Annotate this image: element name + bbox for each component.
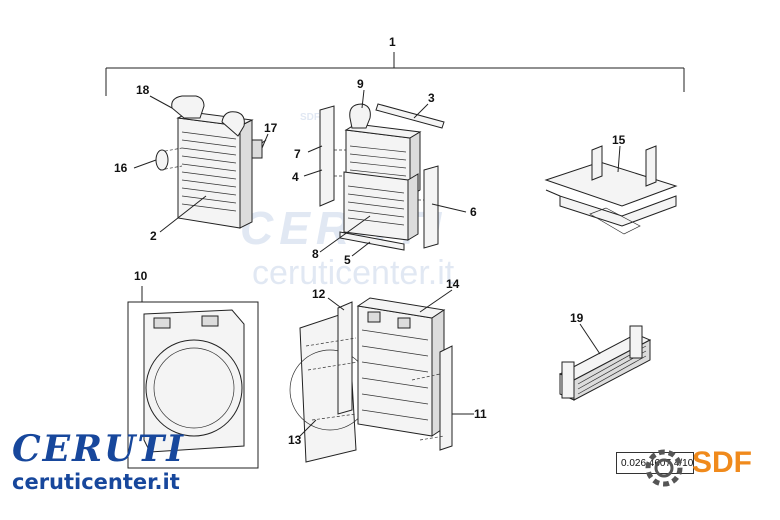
watermark-url: ceruticenter.it	[252, 254, 455, 292]
watermark-sdf: SDF	[300, 112, 320, 123]
sdf-watermark-marks: SDF	[300, 112, 320, 123]
callout-18: 18	[136, 83, 150, 97]
callout-15: 15	[612, 133, 626, 147]
callout-11: 11	[474, 407, 487, 421]
callout-8: 8	[312, 247, 319, 261]
callout-3: 3	[428, 91, 435, 105]
radiator-assembly-left	[155, 95, 267, 229]
callout-4: 4	[292, 170, 299, 184]
sdf-logo: SDF	[692, 446, 752, 479]
ceruti-brand: CERUTI ceruticenter.it	[12, 430, 232, 500]
callout-16: 16	[114, 161, 128, 175]
oil-cooler	[558, 325, 652, 401]
callout-19: 19	[570, 311, 584, 325]
callout-13: 13	[288, 433, 302, 447]
assembly-bracket	[105, 52, 685, 96]
radiator-shroud-assembly	[289, 297, 453, 463]
callout-17: 17	[264, 121, 278, 135]
callout-9: 9	[357, 77, 364, 91]
callout-14: 14	[446, 277, 460, 291]
fan-shroud-box	[127, 286, 259, 469]
callout-5: 5	[344, 253, 351, 267]
brand-url: ceruticenter.it	[12, 470, 180, 494]
callout-labels: 1 2 3 4 5 6 7 8 9 10 11 12 13 14 15 16 1…	[114, 35, 626, 447]
leader-lines	[133, 89, 621, 437]
callout-7: 7	[294, 147, 301, 161]
callout-2: 2	[150, 229, 157, 243]
support-frame	[544, 145, 678, 235]
callout-6: 6	[470, 205, 477, 219]
brand-title: CERUTI	[12, 428, 186, 470]
sdf-gear-icon	[645, 449, 683, 487]
callout-12: 12	[312, 287, 326, 301]
callout-10: 10	[134, 269, 148, 283]
callout-1: 1	[389, 35, 396, 49]
